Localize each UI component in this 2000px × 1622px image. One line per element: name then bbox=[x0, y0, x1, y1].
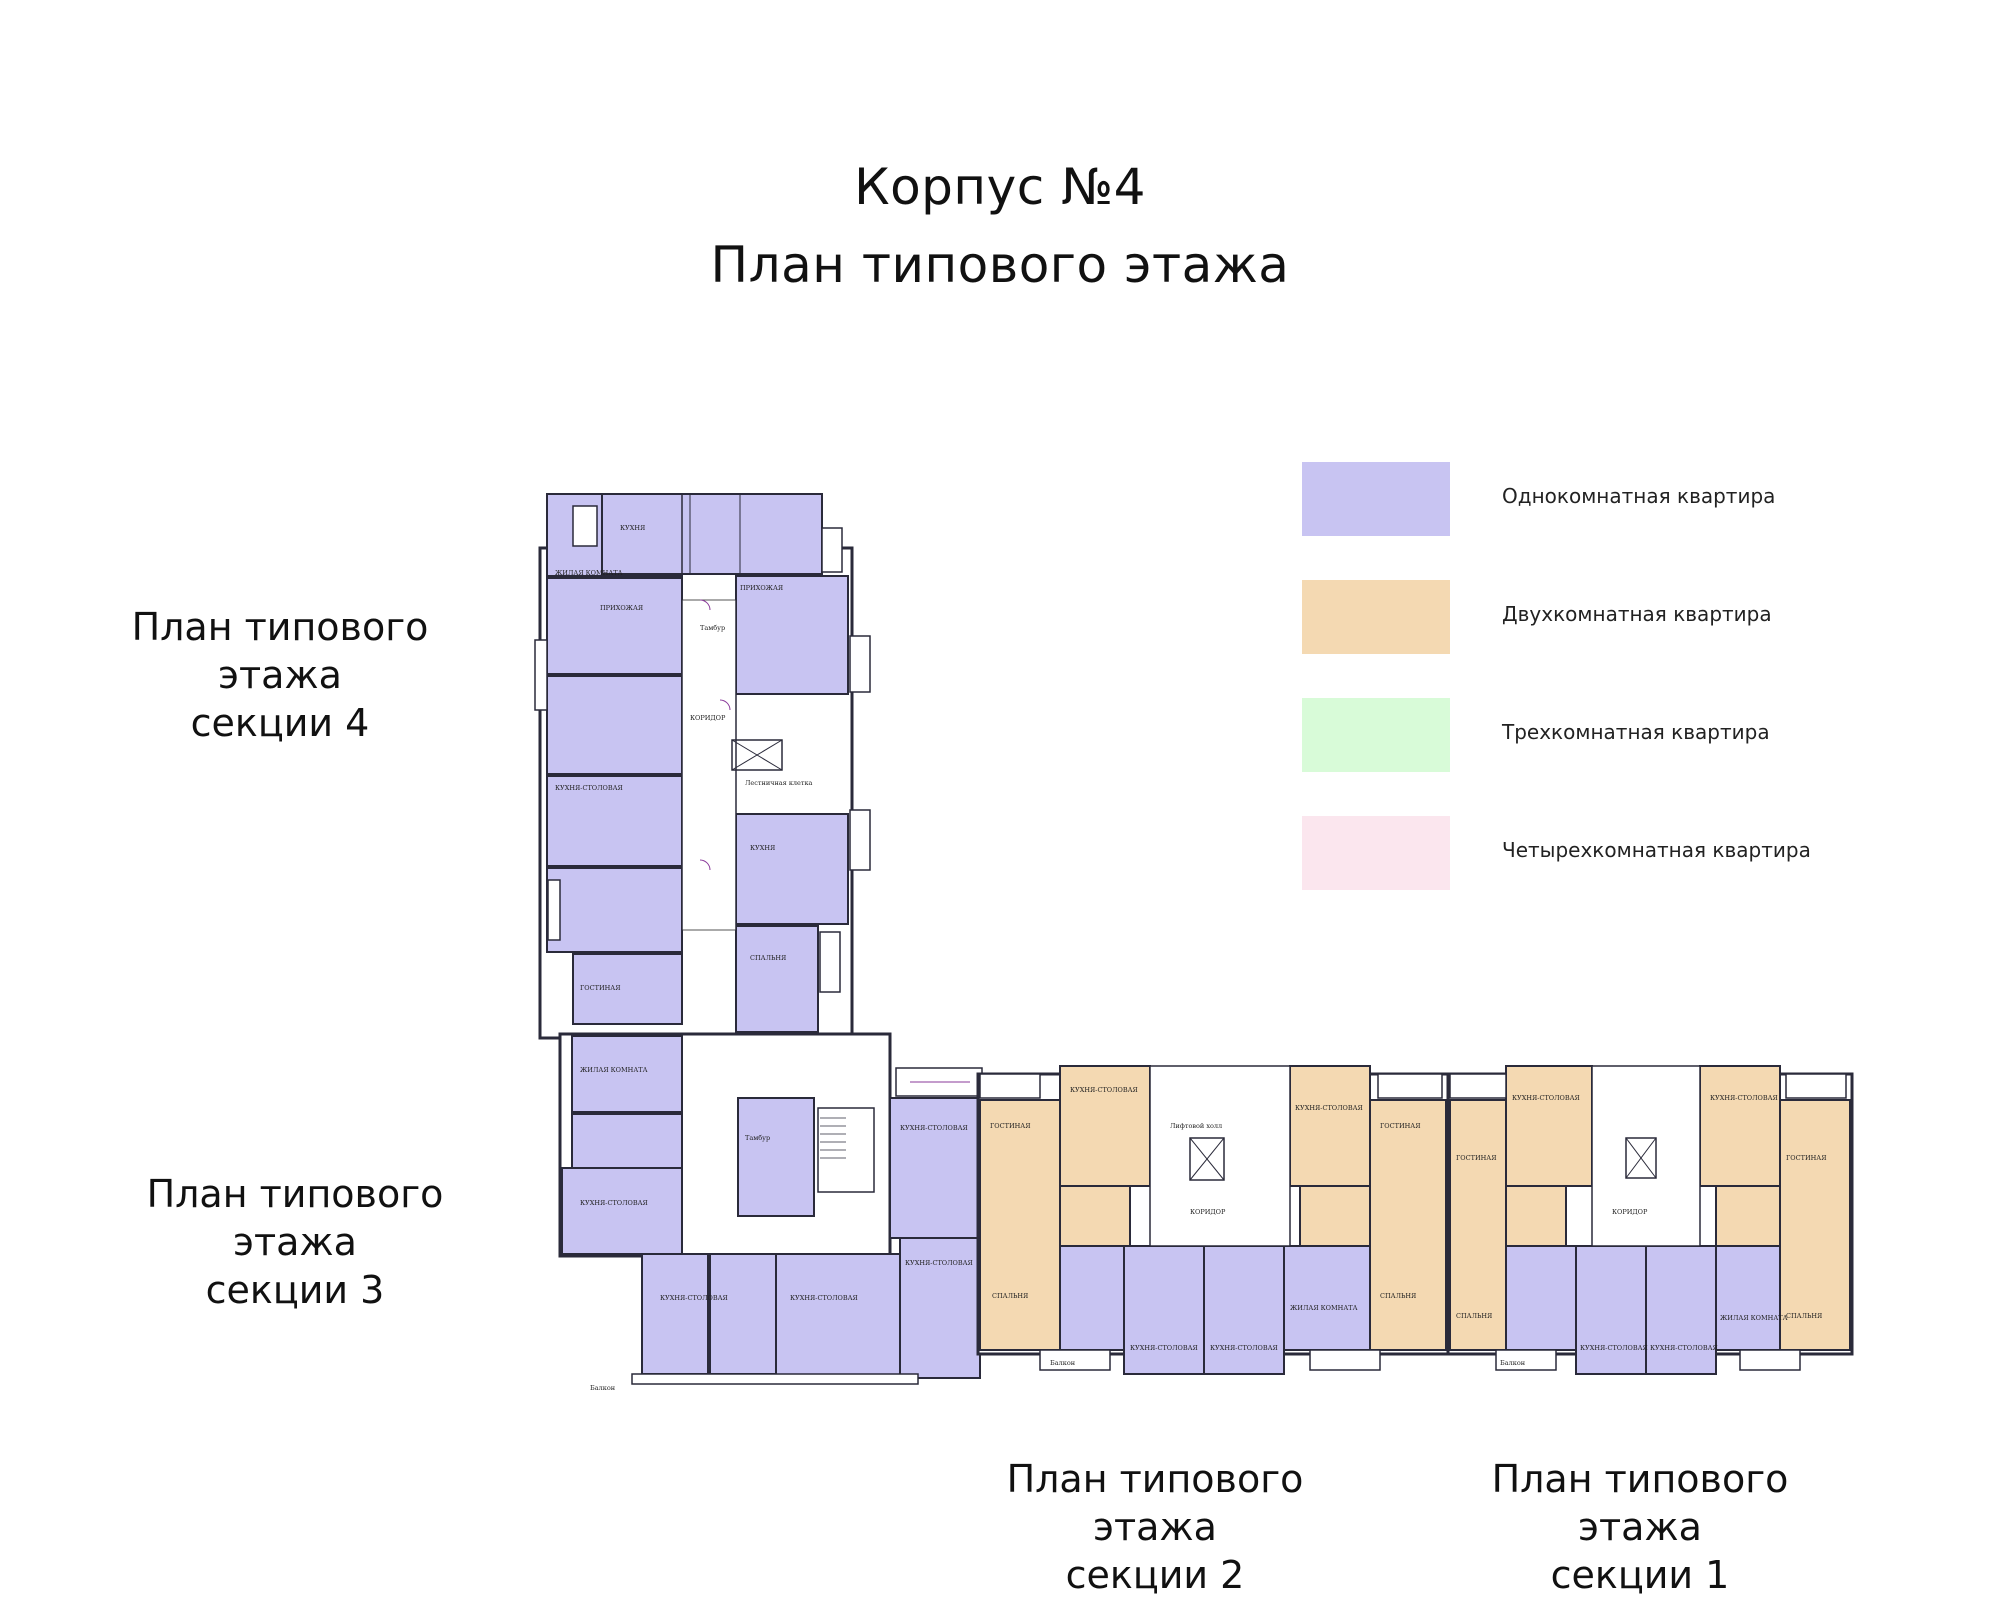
room-label: Лестничная клетка bbox=[745, 779, 813, 787]
room-label: ПРИХОЖАЯ bbox=[600, 604, 643, 612]
section-label-4: План типового этажа секции 4 bbox=[131, 605, 429, 745]
room-label: Балкон bbox=[1500, 1359, 1525, 1367]
section-2-plan: ГОСТИНАЯ КУХНЯ-СТОЛОВАЯ КУХНЯ-СТОЛОВАЯ Г… bbox=[976, 1065, 1450, 1375]
room-label: ГОСТИНАЯ bbox=[580, 984, 620, 992]
room-label: СПАЛЬНЯ bbox=[1456, 1312, 1492, 1320]
section-4-plan: КУХНЯ ЖИЛАЯ КОМНАТА ПРИХОЖАЯ КУХНЯ-СТОЛО… bbox=[534, 493, 871, 1040]
room-label: КУХНЯ-СТОЛОВАЯ bbox=[580, 1199, 648, 1207]
room-label: КУХНЯ-СТОЛОВАЯ bbox=[1512, 1094, 1580, 1102]
legend-swatch-one-room bbox=[1302, 462, 1450, 536]
room-label: ГОСТИНАЯ bbox=[1786, 1154, 1826, 1162]
room-label: СПАЛЬНЯ bbox=[1380, 1292, 1416, 1300]
room-label: КУХНЯ-СТОЛОВАЯ bbox=[1210, 1344, 1278, 1352]
section-label-2: План типового этажа секции 2 bbox=[1006, 1457, 1304, 1597]
title-building: Корпус №4 bbox=[854, 158, 1146, 216]
room-label: КУХНЯ bbox=[750, 844, 775, 852]
room-label: КОРИДОР bbox=[1190, 1208, 1226, 1216]
legend-swatch-four-room bbox=[1302, 816, 1450, 890]
legend-swatch-three-room bbox=[1302, 698, 1450, 772]
room-label: ЖИЛАЯ КОМНАТА bbox=[555, 569, 623, 577]
room-label: КУХНЯ-СТОЛОВАЯ bbox=[790, 1294, 858, 1302]
room-label: КУХНЯ-СТОЛОВАЯ bbox=[1295, 1104, 1363, 1112]
room-label: КУХНЯ-СТОЛОВАЯ bbox=[1650, 1344, 1718, 1352]
room-label: ЖИЛАЯ КОМНАТА bbox=[1290, 1304, 1358, 1312]
room-label: ГОСТИНАЯ bbox=[1380, 1122, 1420, 1130]
room-label: ЖИЛАЯ КОМНАТА bbox=[1720, 1314, 1788, 1322]
room-label: ГОСТИНАЯ bbox=[1456, 1154, 1496, 1162]
page-title: Корпус №4 План типового этажа bbox=[0, 148, 2000, 304]
room-label: СПАЛЬНЯ bbox=[750, 954, 786, 962]
section-1-plan: ГОСТИНАЯ КУХНЯ-СТОЛОВАЯ КУХНЯ-СТОЛОВАЯ Г… bbox=[1446, 1065, 1854, 1375]
room-label: КУХНЯ bbox=[620, 524, 645, 532]
room-label: КУХНЯ-СТОЛОВАЯ bbox=[1070, 1086, 1138, 1094]
room-label: Тамбур bbox=[745, 1134, 770, 1142]
room-label: КОРИДОР bbox=[1612, 1208, 1648, 1216]
room-label: Тамбур bbox=[700, 624, 725, 632]
section-3-plan: ЖИЛАЯ КОМНАТА КУХНЯ-СТОЛОВАЯ Тамбур КУХН… bbox=[558, 1032, 983, 1392]
room-label: СПАЛЬНЯ bbox=[992, 1292, 1028, 1300]
room-label: ГОСТИНАЯ bbox=[990, 1122, 1030, 1130]
room-label: КУХНЯ-СТОЛОВАЯ bbox=[555, 784, 623, 792]
room-label: ЖИЛАЯ КОМНАТА bbox=[580, 1066, 648, 1074]
room-label: КУХНЯ-СТОЛОВАЯ bbox=[900, 1124, 968, 1132]
room-label: КУХНЯ-СТОЛОВАЯ bbox=[1710, 1094, 1778, 1102]
room-label: ПРИХОЖАЯ bbox=[740, 584, 783, 592]
room-label: Балкон bbox=[1050, 1359, 1075, 1367]
section-label-3: План типового этажа секции 3 bbox=[146, 1172, 444, 1312]
room-label: КОРИДОР bbox=[690, 714, 726, 722]
room-label: СПАЛЬНЯ bbox=[1786, 1312, 1822, 1320]
room-label: КУХНЯ-СТОЛОВАЯ bbox=[1580, 1344, 1648, 1352]
room-label: КУХНЯ-СТОЛОВАЯ bbox=[905, 1259, 973, 1267]
title-plan: План типового этажа bbox=[710, 236, 1290, 294]
room-label: Лифтовой холл bbox=[1170, 1122, 1222, 1130]
room-label: КУХНЯ-СТОЛОВАЯ bbox=[660, 1294, 728, 1302]
legend-swatch-two-room bbox=[1302, 580, 1450, 654]
room-label: Балкон bbox=[590, 1384, 615, 1392]
section-label-1: План типового этажа секции 1 bbox=[1491, 1457, 1789, 1597]
room-label: КУХНЯ-СТОЛОВАЯ bbox=[1130, 1344, 1198, 1352]
